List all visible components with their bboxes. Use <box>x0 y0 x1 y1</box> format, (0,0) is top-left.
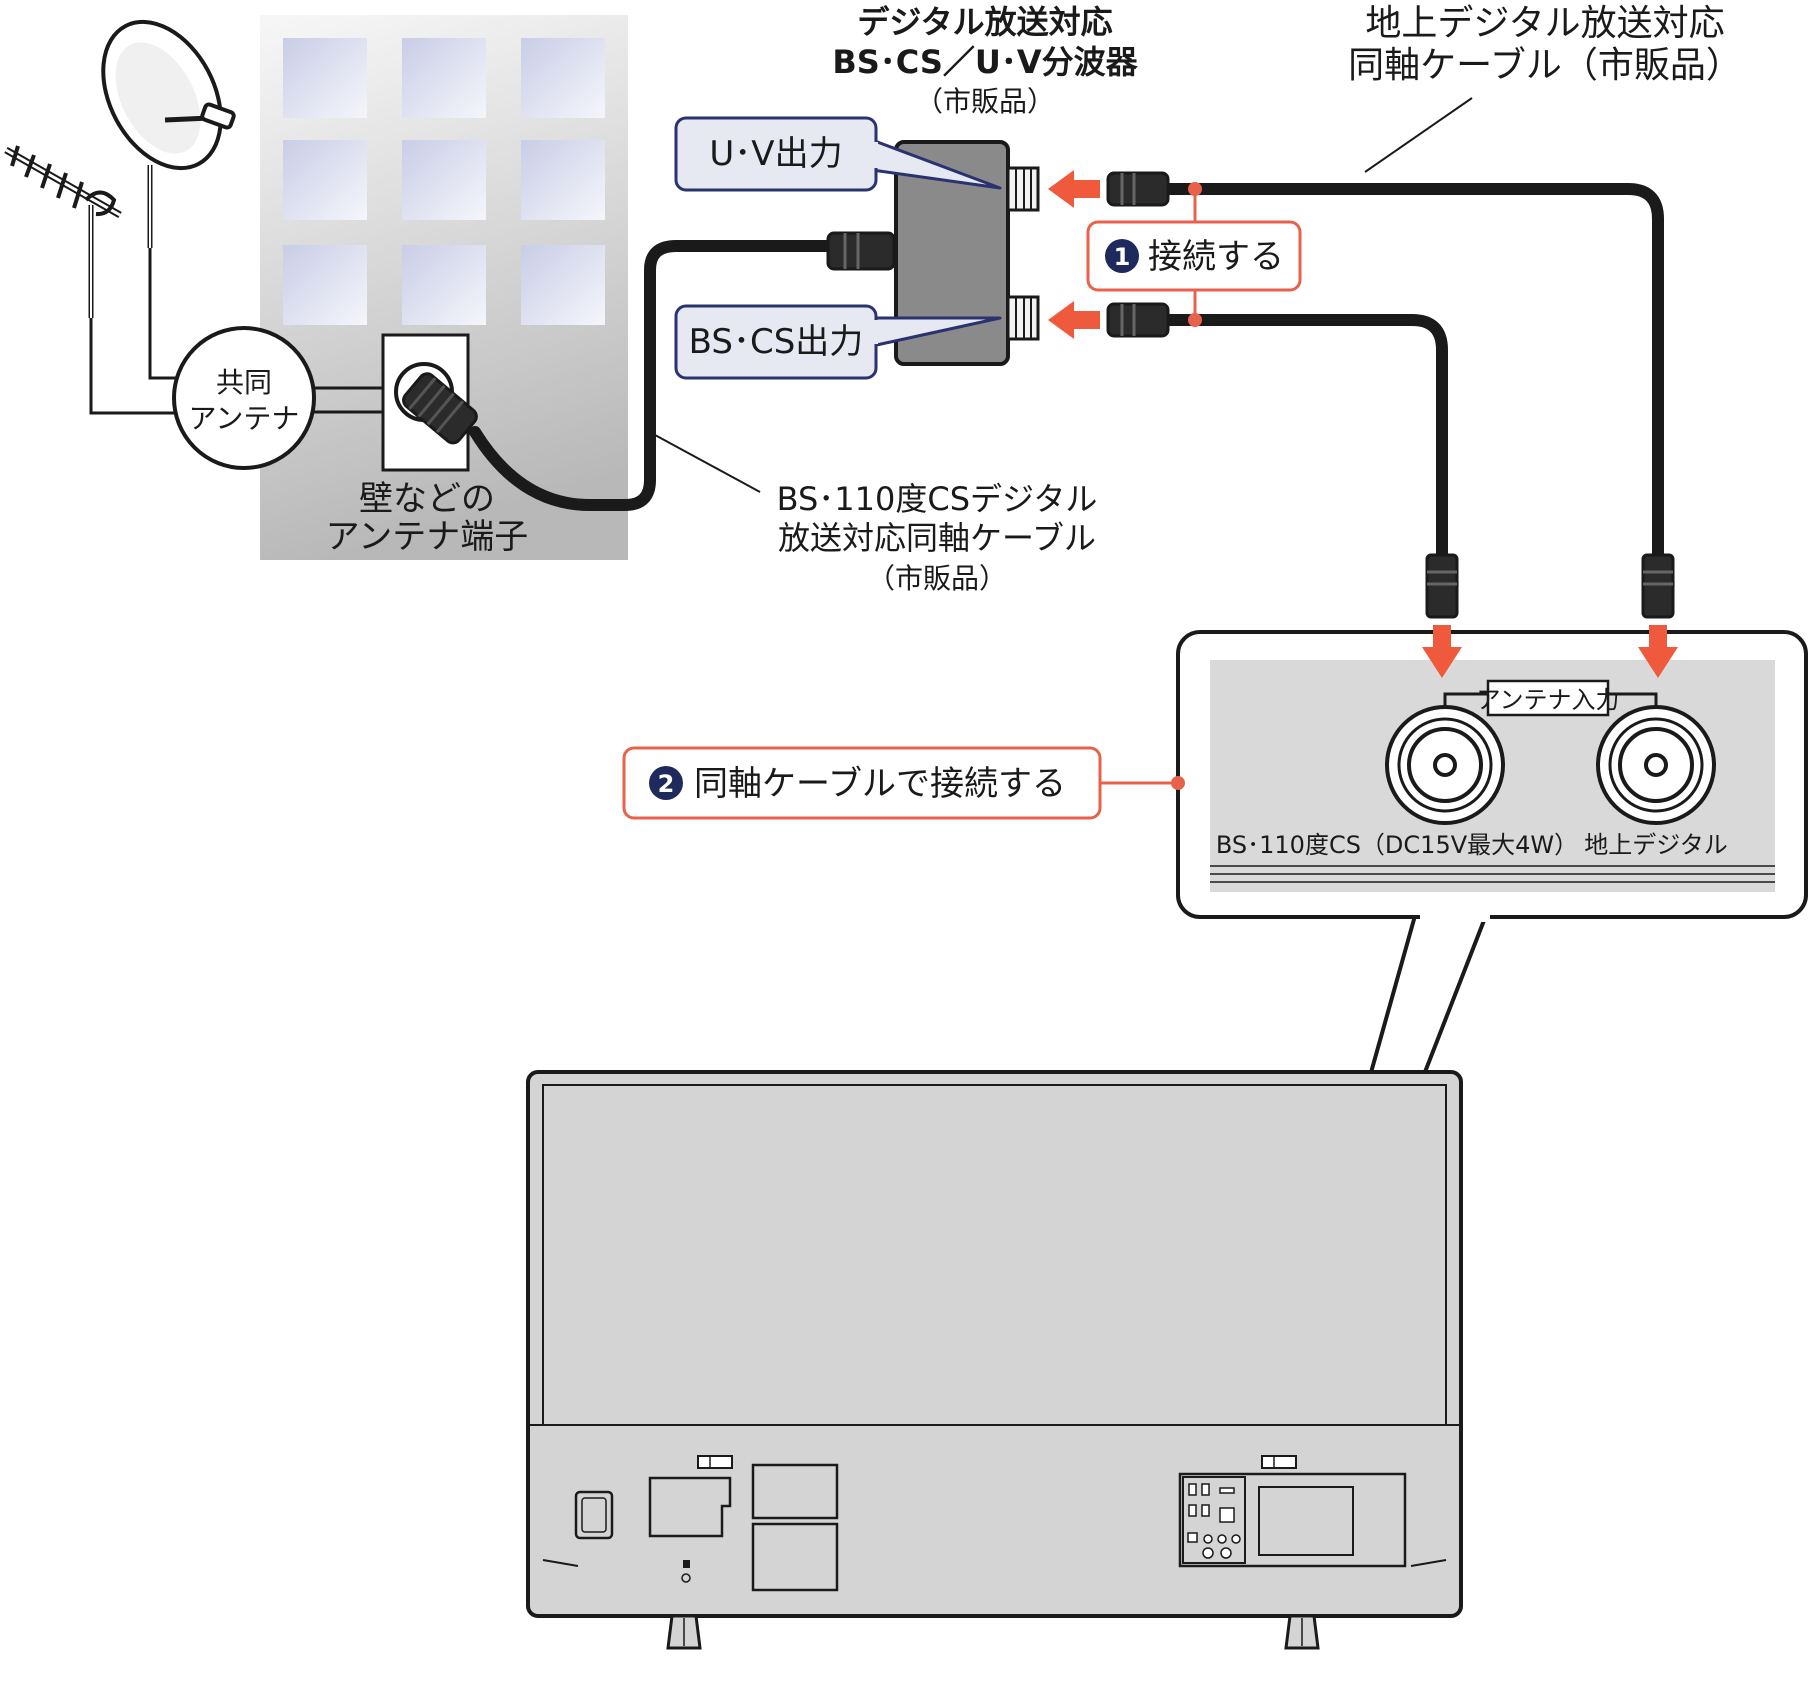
wall-antenna-terminal: 壁などの アンテナ端子 <box>326 333 529 557</box>
shared-antenna: 共同 アンテナ <box>172 326 316 470</box>
bscs-coaxial-cable-to-tv <box>1106 302 1459 619</box>
bs-cable-label-note: （市販品） <box>867 562 1007 595</box>
wall-terminal-label-2: アンテナ端子 <box>326 517 529 557</box>
splitter-title-1: デジタル放送対応 <box>857 3 1112 41</box>
building-windows <box>283 38 605 325</box>
bs-port-label: BS･110度CS（DC15V最大4W） <box>1216 831 1578 859</box>
building-illustration <box>260 15 628 560</box>
shared-antenna-label-2: アンテナ <box>189 402 300 435</box>
splitter-title-note: （市販品） <box>915 85 1055 118</box>
wall-terminal-label-1: 壁などの <box>359 479 495 519</box>
arrow-left-icon <box>1048 170 1100 208</box>
splitter-uv-port <box>1006 166 1040 212</box>
arrow-left-icon <box>1048 301 1100 339</box>
step-2-callout: 2 同軸ケーブルで接続する <box>622 746 1185 820</box>
bs-cable-label: BS･110度CSデジタル 放送対応同軸ケーブル （市販品） <box>777 480 1098 595</box>
step-1-callout: 1 接続する <box>1086 182 1302 327</box>
step-2-number: 2 <box>658 770 675 798</box>
bscs-output-label: BS･CS出力 <box>689 322 864 362</box>
terrestrial-antenna-port <box>1596 705 1716 825</box>
terrestrial-port-label: 地上デジタル <box>1584 831 1728 859</box>
uhf-cable-label-1: 地上デジタル放送対応 <box>1365 3 1724 44</box>
splitter-title-2: BS･CS／U･V分波器 <box>832 43 1138 81</box>
arrow-down-icon <box>1638 625 1678 678</box>
bs-cable-label-1: BS･110度CSデジタル <box>777 480 1098 518</box>
bs-antenna-port <box>1385 705 1505 825</box>
satellite-dish-icon <box>101 19 236 248</box>
connect-arrows <box>1048 170 1100 339</box>
bscs-output-callout: BS･CS出力 <box>674 304 1002 380</box>
step-1-number: 1 <box>1114 243 1131 271</box>
antenna-feed-lines <box>89 248 385 415</box>
uhf-cable-label-2: 同軸ケーブル（市販品） <box>1348 45 1742 86</box>
uv-output-label: U･V出力 <box>709 134 842 174</box>
splitter-device <box>894 140 1040 366</box>
shared-antenna-label-1: 共同 <box>216 366 272 399</box>
antenna-input-label: アンテナ入力 <box>1476 686 1619 714</box>
uhf-coaxial-cable <box>1106 171 1675 619</box>
splitter-bscs-port <box>1006 295 1040 341</box>
tv-terminal-panel <box>1178 1472 1407 1568</box>
uhf-antenna-icon <box>4 145 122 318</box>
bs-cable-label-2: 放送対応同軸ケーブル <box>778 519 1096 557</box>
power-button-icon <box>574 1490 614 1540</box>
step-1-badge <box>1105 239 1139 273</box>
arrow-down-icon <box>1422 625 1462 678</box>
uhf-cable-label: 地上デジタル放送対応 同軸ケーブル（市販品） <box>1348 3 1742 86</box>
bs-cable-leader-line <box>654 434 761 493</box>
step-2-badge <box>649 766 683 800</box>
splitter-title: デジタル放送対応 BS･CS／U･V分波器 （市販品） <box>832 3 1138 118</box>
uv-output-callout: U･V出力 <box>674 116 1002 192</box>
port-arrows <box>1422 625 1678 678</box>
bs-coaxial-cable <box>469 231 896 511</box>
step-2-text: 同軸ケーブルで接続する <box>694 764 1066 804</box>
tv-rear-view <box>526 1070 1463 1650</box>
uhf-cable-leader-line <box>1364 97 1473 173</box>
step-1-text: 接続する <box>1148 237 1284 277</box>
